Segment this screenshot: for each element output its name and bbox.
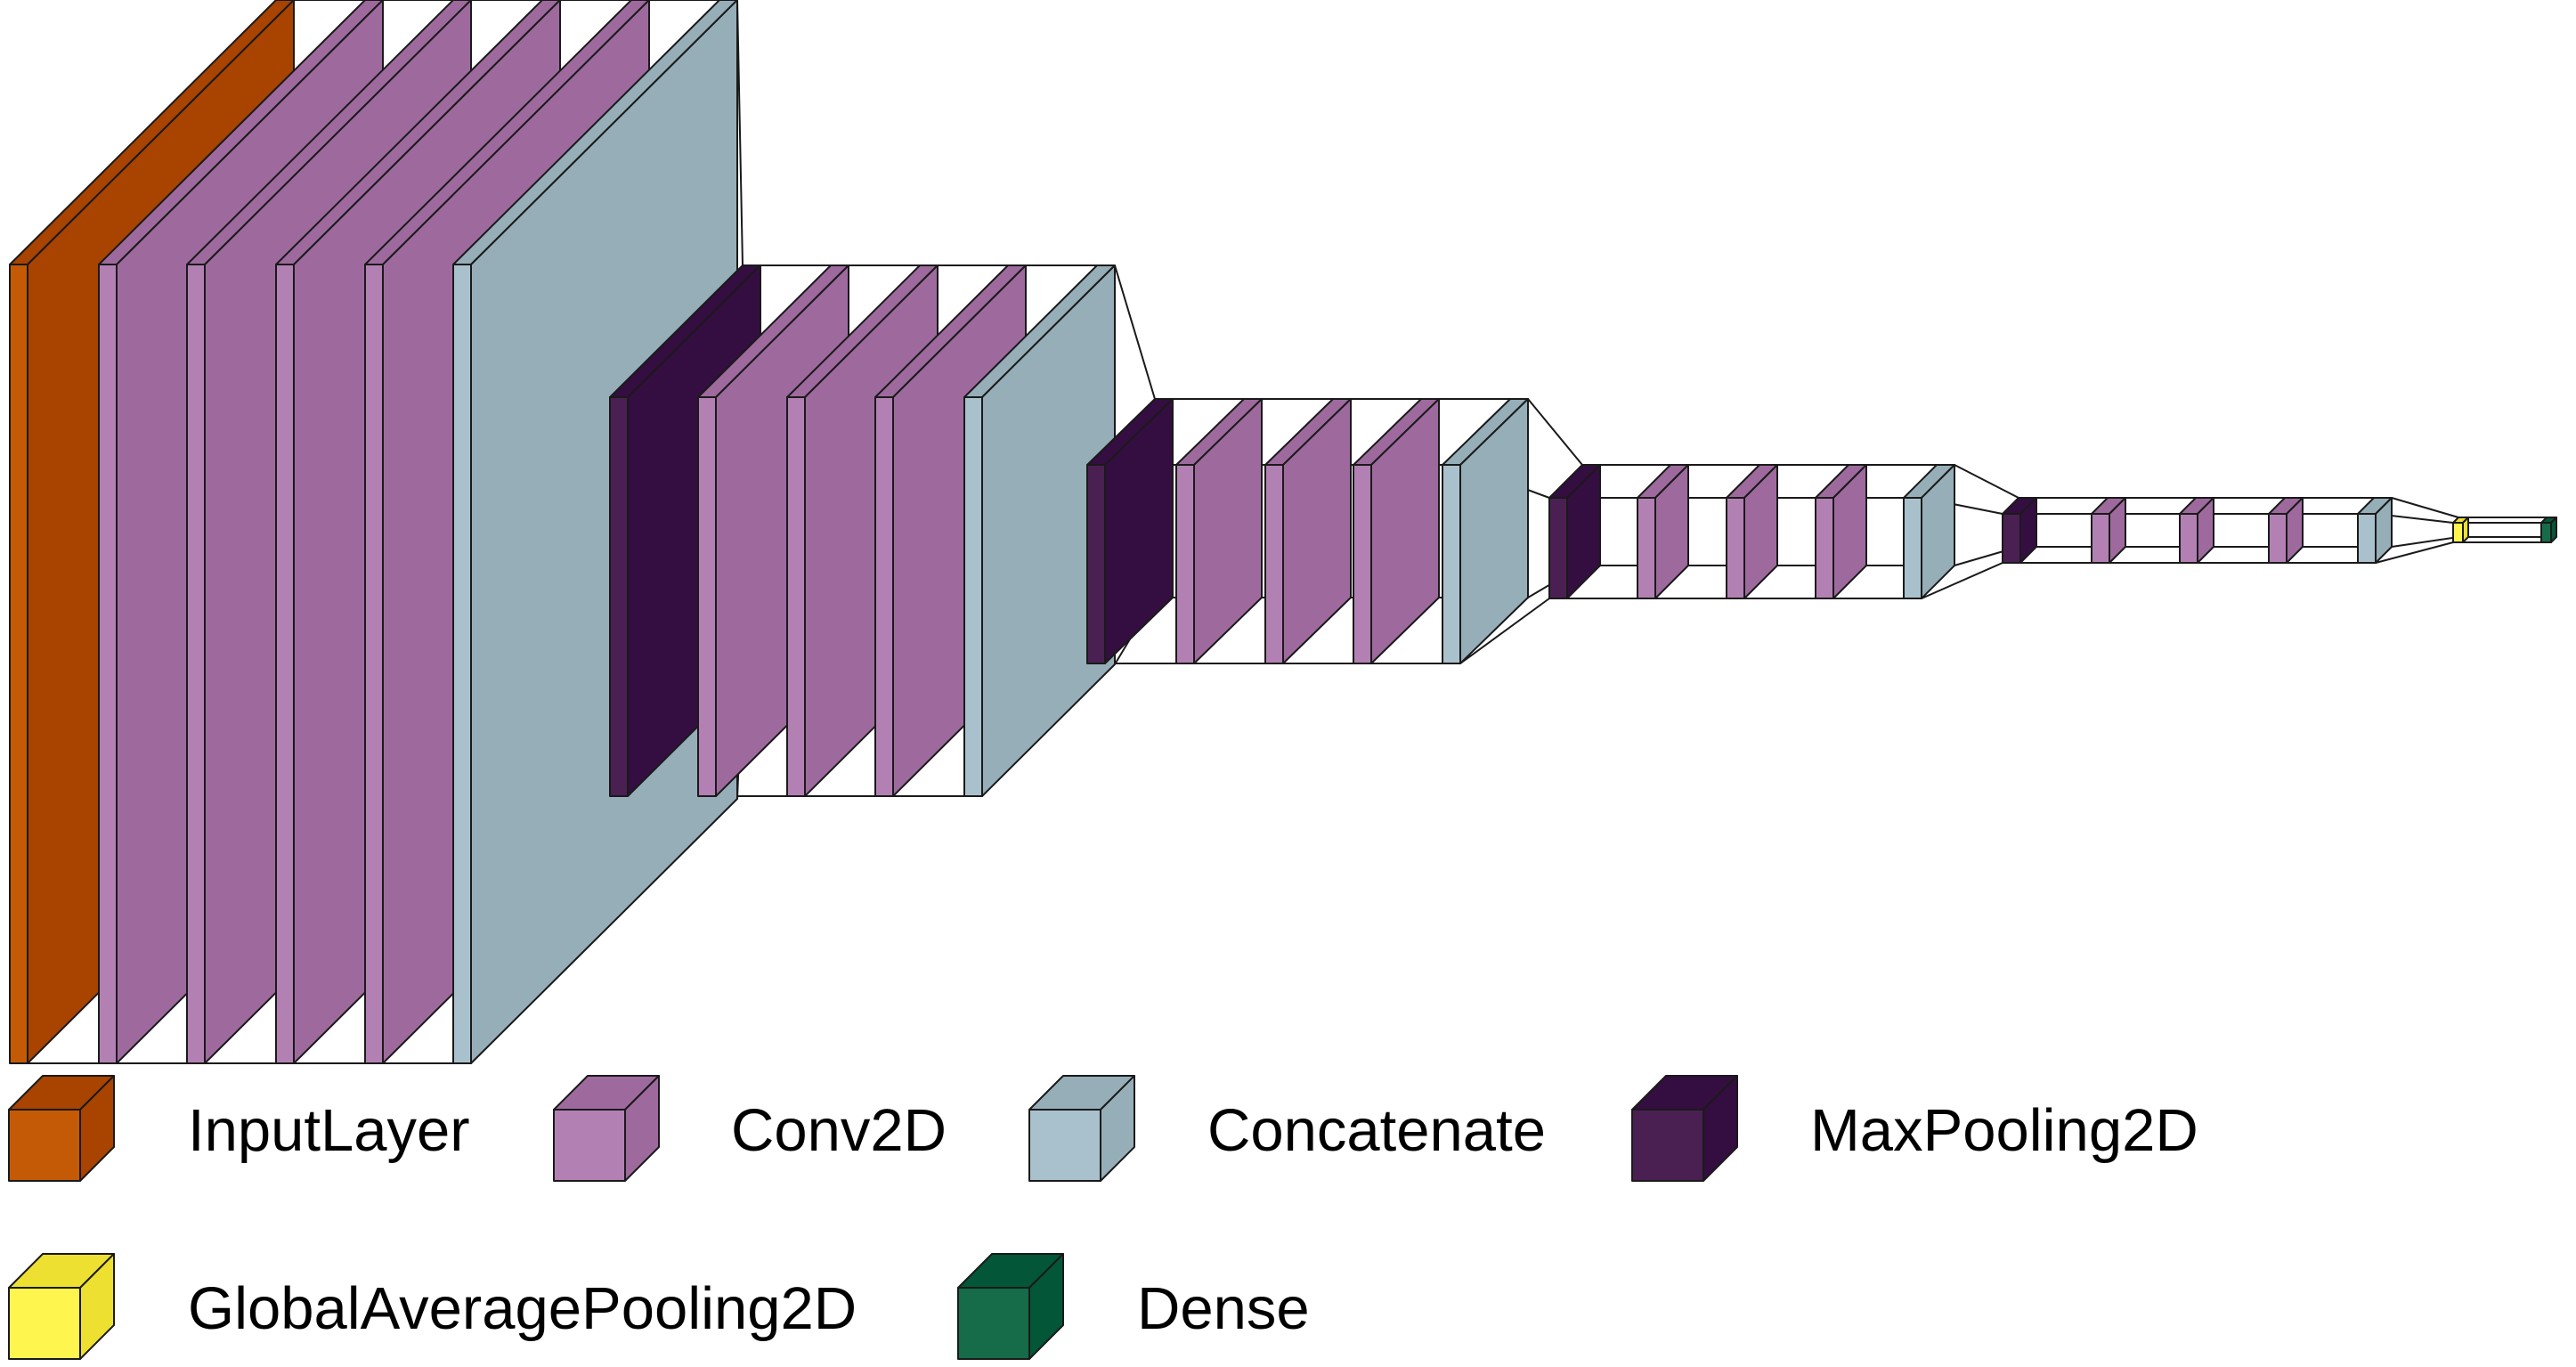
legend-swatch-inputlayer [8, 1075, 115, 1182]
layer-1-inputlayer-front [9, 264, 28, 1064]
layer-5-conv2d-front [364, 264, 384, 1064]
legend-swatch-inputlayer-front [8, 1109, 81, 1182]
layer-stack [9, 0, 2557, 1064]
connector-back-bottom-26 [2391, 536, 2459, 548]
legend-swatch-dense [957, 1253, 1064, 1360]
legend-swatches [8, 1075, 1738, 1360]
layer-10-conv2d-front [874, 396, 894, 797]
layer-19-conv2d-front [1726, 497, 1745, 599]
layer-20-conv2d [1815, 464, 1867, 599]
legend-swatch-maxpooling2d [1631, 1075, 1738, 1182]
layer-11-concatenate [963, 264, 1116, 797]
legend-label-inputlayer: InputLayer [188, 1097, 470, 1164]
legend-swatch-dense-front [957, 1287, 1030, 1360]
layer-2-conv2d-front [98, 264, 118, 1064]
layer-18-conv2d [1637, 464, 1689, 599]
legend-swatch-conv2d-front [553, 1109, 626, 1182]
legend-label-dense: Dense [1137, 1275, 1310, 1342]
legend-swatch-maxpooling2d-front [1631, 1109, 1704, 1182]
layer-8-conv2d-front [697, 396, 717, 797]
layer-27-globalaveragepooling2d-front [2452, 522, 2464, 543]
layer-15-conv2d [1353, 398, 1440, 664]
layer-14-conv2d-front [1264, 464, 1284, 664]
layer-28-dense-front [2540, 522, 2552, 543]
connector-front-bottom-26 [2375, 541, 2454, 564]
layer-13-conv2d [1175, 398, 1263, 664]
connector-top-21 [1954, 464, 2019, 499]
layer-17-maxpooling2d [1548, 464, 1601, 599]
layer-14-conv2d [1264, 398, 1352, 664]
layer-12-maxpooling2d-front [1086, 464, 1106, 664]
layer-16-concatenate-front [1442, 464, 1461, 664]
layer-23-conv2d [2091, 497, 2126, 564]
layer-6-concatenate-front [452, 264, 472, 1064]
layer-15-conv2d-front [1353, 464, 1372, 664]
layer-9-conv2d-front [786, 396, 806, 797]
layer-22-maxpooling2d [2002, 497, 2037, 564]
layer-21-concatenate [1903, 464, 1955, 599]
layer-6-concatenate [452, 0, 738, 1064]
layer-13-conv2d-front [1175, 464, 1195, 664]
legend-swatch-concatenate [1028, 1075, 1135, 1182]
legend-label-globalaveragepooling2d: GlobalAveragePooling2D [188, 1275, 857, 1342]
layer-24-conv2d [2179, 497, 2214, 564]
layer-19-conv2d [1726, 464, 1778, 599]
legend-label-conv2d: Conv2D [731, 1097, 947, 1164]
connector-top-26 [2391, 497, 2459, 518]
layer-27-globalaveragepooling2d [2452, 517, 2469, 543]
layer-24-conv2d-front [2179, 513, 2198, 564]
layer-28-dense [2540, 517, 2557, 543]
connector-front-bottom-16 [1459, 598, 1550, 664]
layer-20-conv2d-front [1815, 497, 1834, 599]
layer-23-conv2d-front [2091, 513, 2110, 564]
layer-7-maxpooling2d-front [609, 396, 629, 797]
layer-3-conv2d-front [186, 264, 206, 1064]
legend-swatch-globalaveragepooling2d-front [8, 1287, 81, 1360]
layer-26-concatenate-front [2357, 513, 2377, 564]
layer-4-conv2d-front [275, 264, 295, 1064]
legend-label-concatenate: Concatenate [1207, 1097, 1546, 1164]
layer-11-concatenate-front [963, 396, 983, 797]
layer-18-conv2d-front [1637, 497, 1656, 599]
layer-25-conv2d-front [2268, 513, 2288, 564]
connector-top-11 [1114, 264, 1156, 400]
layer-25-conv2d [2268, 497, 2304, 564]
legend-swatch-conv2d [553, 1075, 660, 1182]
connector-front-bottom-21 [1921, 562, 2003, 599]
layer-17-maxpooling2d-front [1548, 497, 1568, 599]
layer-26-concatenate [2357, 497, 2393, 564]
layer-21-concatenate-front [1903, 497, 1922, 599]
layer-16-concatenate [1442, 398, 1529, 664]
legend-swatch-concatenate-front [1028, 1109, 1101, 1182]
legend-swatch-globalaveragepooling2d [8, 1253, 115, 1360]
layer-22-maxpooling2d-front [2002, 513, 2021, 564]
connector-top-16 [1527, 398, 1583, 466]
legend-label-maxpooling2d: MaxPooling2D [1810, 1097, 2198, 1164]
layer-12-maxpooling2d [1086, 398, 1174, 664]
